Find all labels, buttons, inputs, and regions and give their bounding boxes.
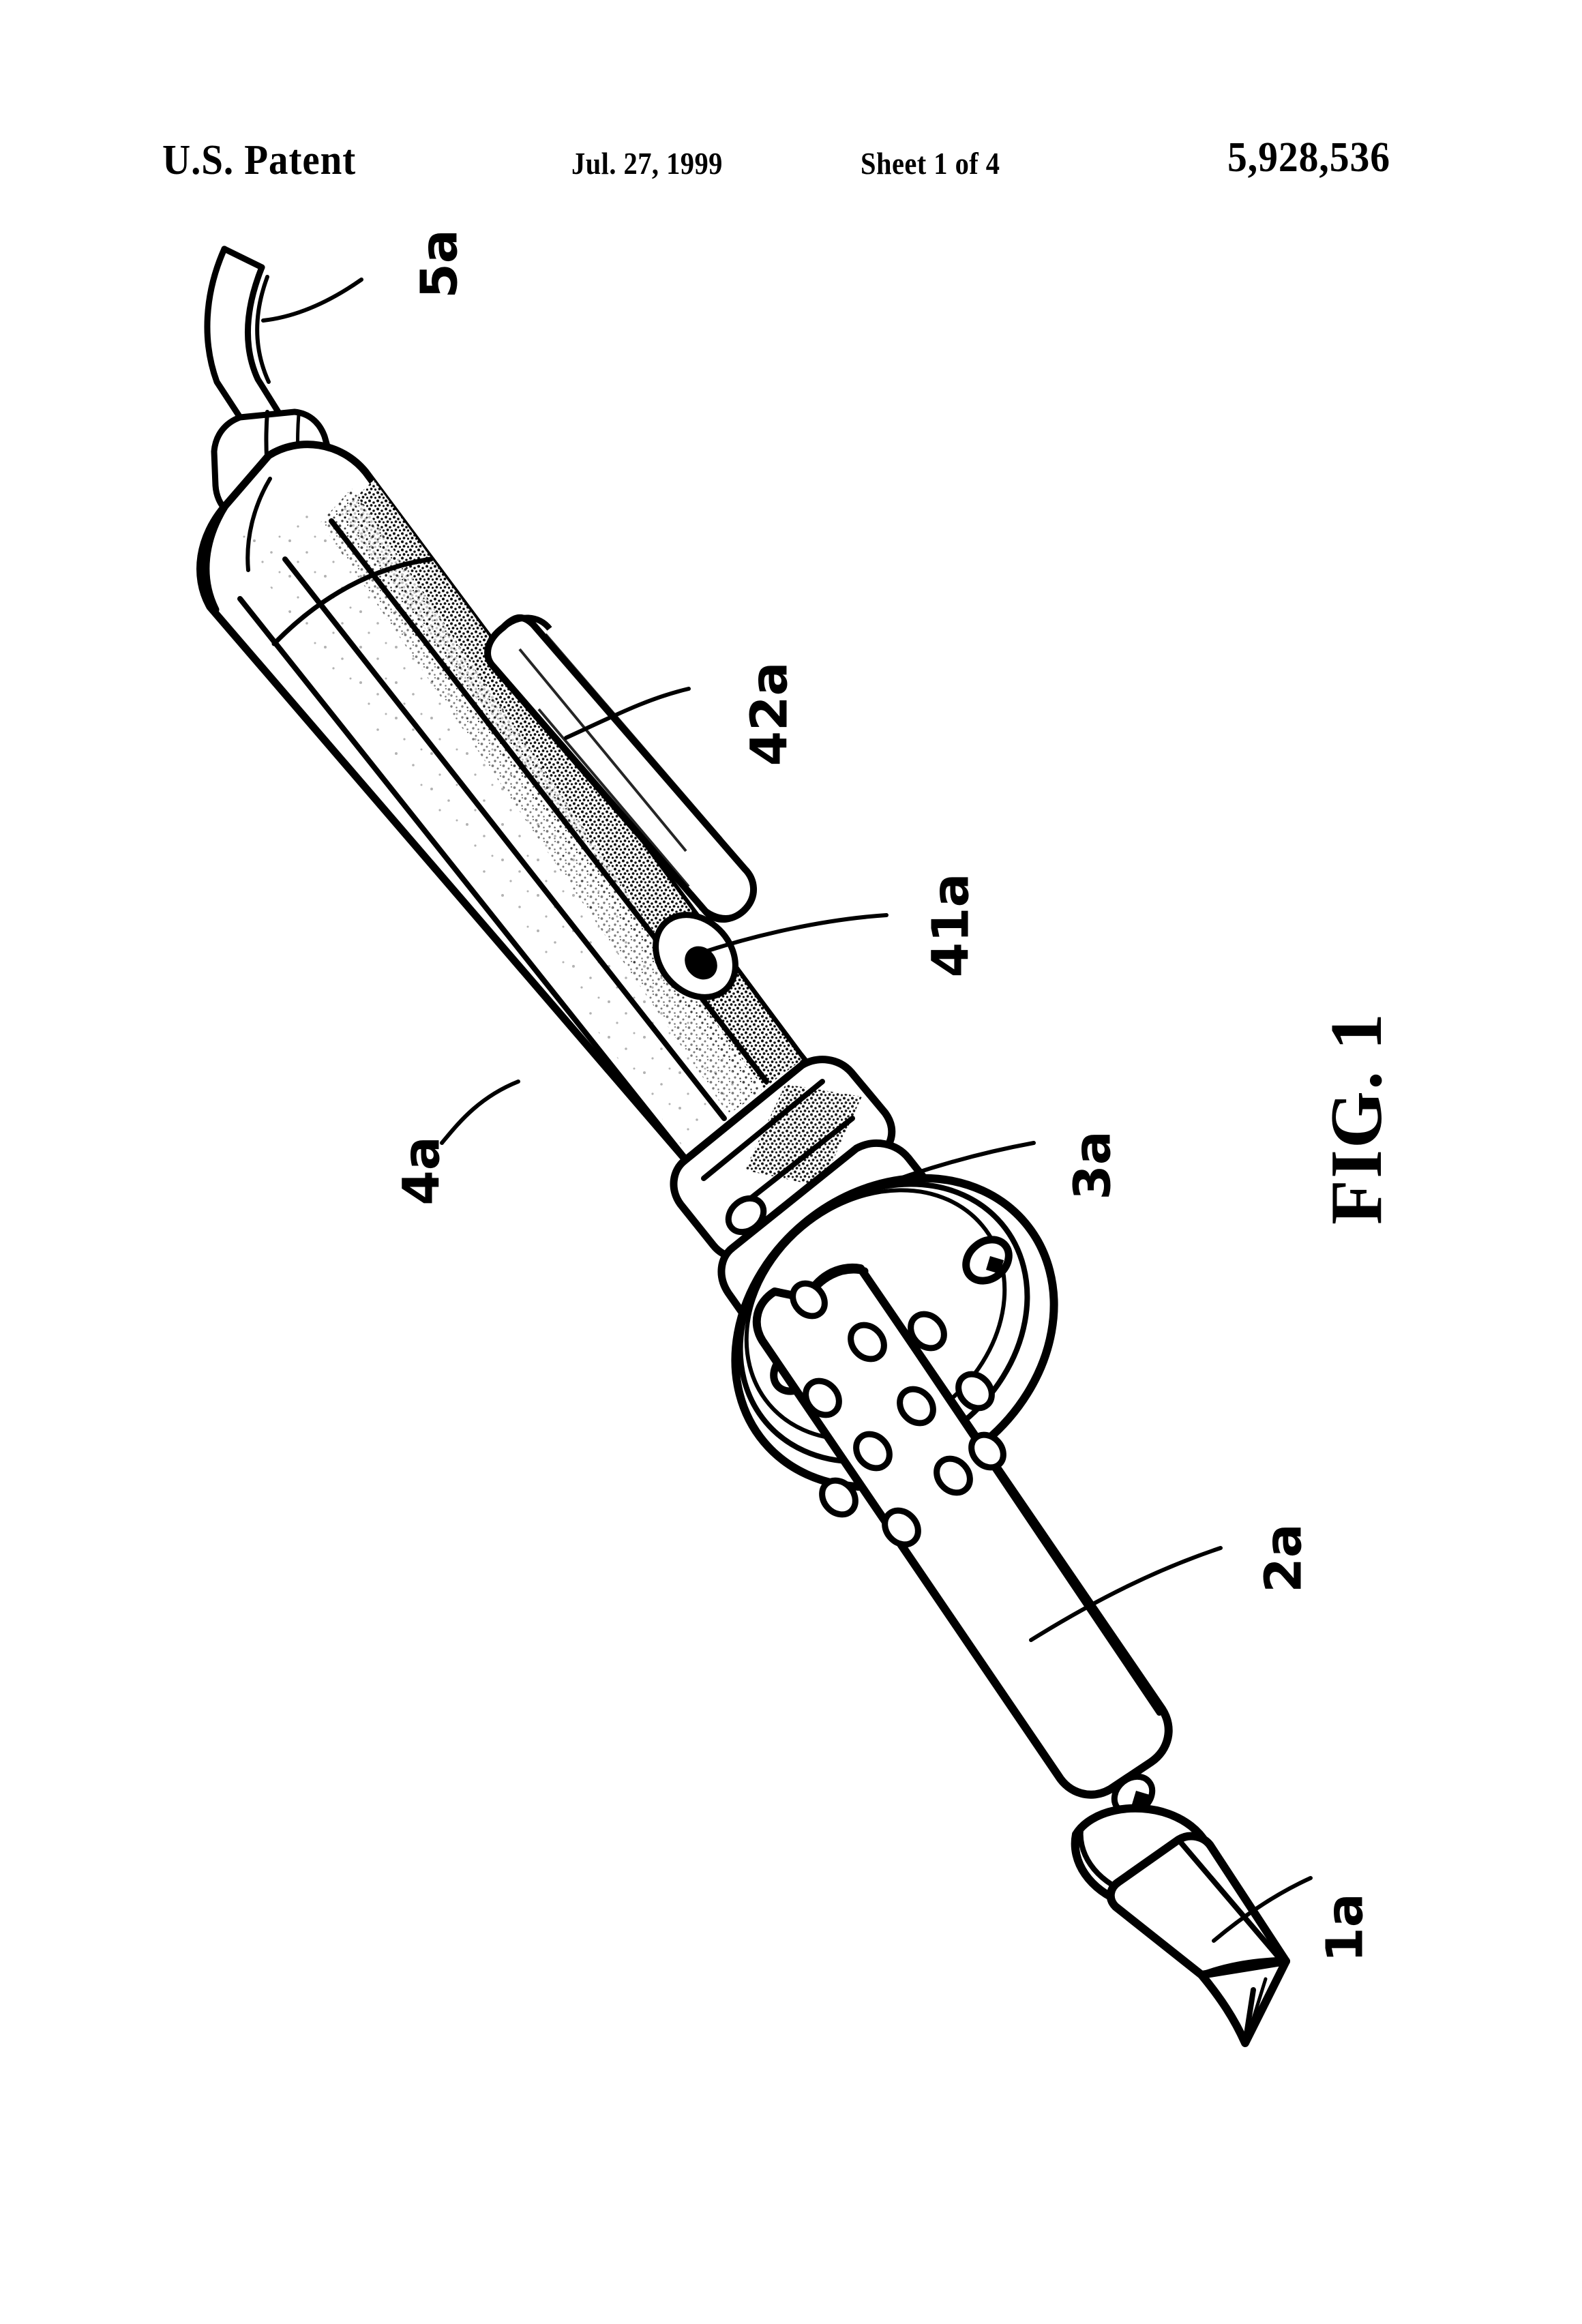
patent-office-title: U.S. Patent bbox=[162, 137, 357, 183]
tip-assembly-1a bbox=[1071, 1773, 1290, 2047]
leader-line-2a bbox=[1029, 1546, 1223, 1642]
indicator-aperture-41a bbox=[653, 912, 738, 1000]
leader-line-41a bbox=[693, 913, 889, 957]
sheet-number: Sheet 1 of 4 bbox=[861, 147, 1000, 181]
leader-line-3a bbox=[854, 1141, 1036, 1197]
handle-slot-42a bbox=[484, 614, 758, 923]
reference-leader-lines bbox=[261, 278, 1313, 1943]
patent-sheet-header: U.S. Patent Jul. 27, 1999 Sheet 1 of 4 5… bbox=[0, 0, 1582, 218]
cord-strain-relief bbox=[211, 408, 344, 528]
leader-line-5a bbox=[261, 278, 363, 323]
collar-flange-3a bbox=[670, 1056, 1058, 1491]
reference-numeral-2a: 2a bbox=[1254, 1523, 1313, 1593]
reference-numeral-5a: 5a bbox=[410, 229, 469, 299]
leader-line-1a bbox=[1212, 1876, 1313, 1943]
leader-line-42a bbox=[564, 687, 691, 740]
flange-screw-holes bbox=[770, 1236, 1013, 1395]
barrel-vent-holes bbox=[790, 1280, 1006, 1548]
handle-body-4a bbox=[196, 441, 814, 1167]
barrel-2a bbox=[752, 1263, 1173, 1799]
figure-label: FIG. 1 bbox=[1241, 975, 1473, 1262]
leader-line-4a bbox=[440, 1079, 520, 1145]
power-cord-5a bbox=[204, 245, 282, 421]
reference-numeral-3a: 3a bbox=[1063, 1131, 1122, 1200]
figure-label-text: FIG. 1 bbox=[1316, 1011, 1397, 1225]
patent-issue-date: Jul. 27, 1999 bbox=[571, 147, 723, 181]
reference-numeral-41a: 41a bbox=[921, 873, 981, 978]
reference-numeral-1a: 1a bbox=[1315, 1893, 1375, 1963]
handle-shading bbox=[320, 480, 802, 1114]
patent-number: 5,928,536 bbox=[1227, 134, 1391, 181]
reference-numeral-4a: 4a bbox=[392, 1136, 451, 1206]
reference-numeral-42a: 42a bbox=[740, 661, 799, 766]
